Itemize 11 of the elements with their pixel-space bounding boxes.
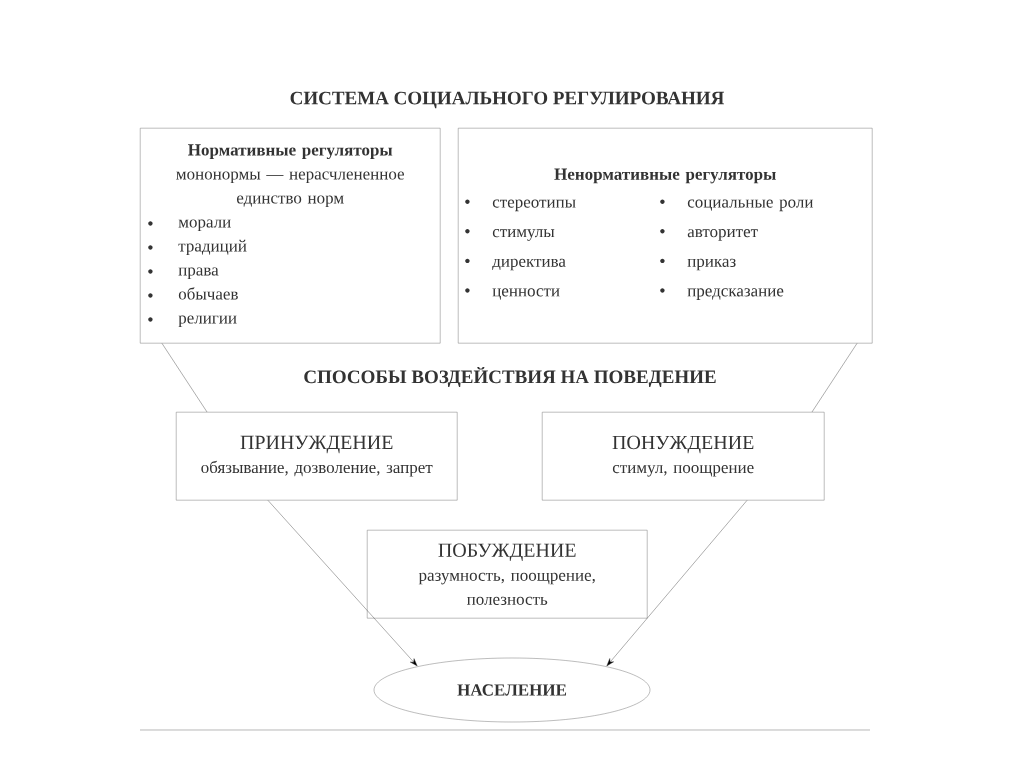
regulator-box: Ненормативные регуляторы стереотипы социальные роли стимулы авторитет директива приказ ценности предсказание	[458, 128, 873, 344]
section-heading: СПОСОБЫ ВОЗДЕЙСТВИЯ НА ПОВЕДЕНИЕ	[304, 366, 716, 388]
regulator-box: Нормативные регуляторы мононормы — нерасчлененное единство норм морали традиций права обычаев религии	[140, 128, 441, 344]
method-box: ПОНУЖДЕНИЕ стимул, поощрение	[542, 412, 825, 501]
method-box: ПРИНУЖДЕНИЕ обязывание, дозволение, запрет	[176, 412, 458, 501]
method-box: ПОБУЖДЕНИЕ разумность, поощрение, полезность	[367, 530, 648, 619]
diagram-title: СИСТЕМА СОЦИАЛЬНОГО РЕГУЛИРОВАНИЯ	[290, 91, 725, 109]
arrow	[606, 500, 748, 667]
connector-line	[161, 343, 208, 413]
connector-line	[811, 343, 858, 413]
arrow	[267, 500, 418, 667]
